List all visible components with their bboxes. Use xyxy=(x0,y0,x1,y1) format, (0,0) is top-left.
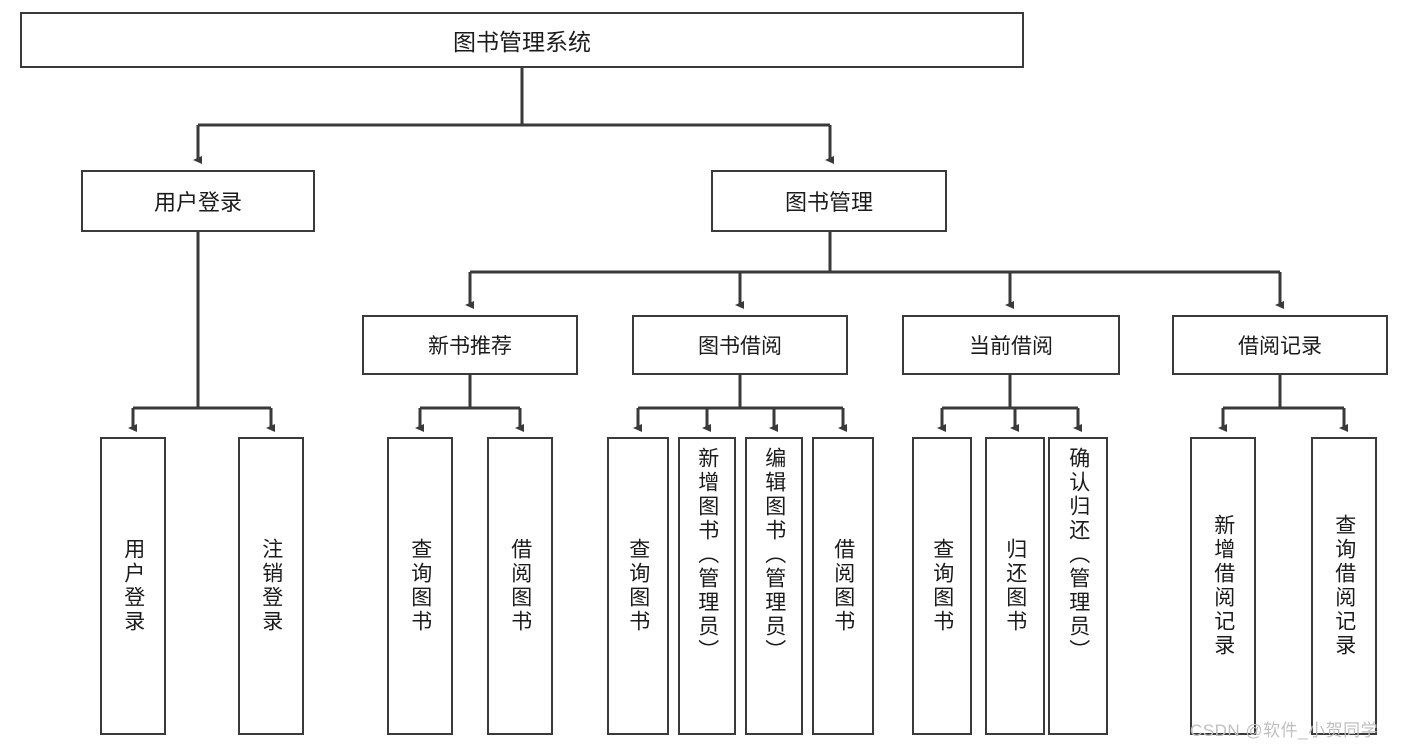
leaf-add-borrow-record-label: 新增借阅记录 xyxy=(1211,514,1235,658)
leaf-query-borrow-record-label: 查询借阅记录 xyxy=(1332,514,1356,658)
node-new-book-recommend-label: 新书推荐 xyxy=(428,335,512,358)
leaf-add-book-admin-label: 新增图书（管理员） xyxy=(695,447,719,663)
leaf-query-book-newbook-label: 查询图书 xyxy=(408,538,432,634)
leaf-query-book-newbook[interactable]: 查询图书 xyxy=(387,437,453,735)
leaf-borrow-book-borrow[interactable]: 借阅图书 xyxy=(812,437,874,735)
leaf-return-book[interactable]: 归还图书 xyxy=(985,437,1045,735)
leaf-edit-book-admin[interactable]: 编辑图书（管理员） xyxy=(745,437,803,735)
leaf-user-logout-label: 注销登录 xyxy=(259,538,283,634)
leaf-borrow-book-borrow-label: 借阅图书 xyxy=(831,538,855,634)
node-borrow-record[interactable]: 借阅记录 xyxy=(1172,315,1388,375)
leaf-borrow-book-newbook-label: 借阅图书 xyxy=(508,538,532,634)
node-new-book-recommend[interactable]: 新书推荐 xyxy=(362,315,578,375)
node-root-label: 图书管理系统 xyxy=(453,29,591,55)
node-book-management[interactable]: 图书管理 xyxy=(711,170,947,232)
node-book-management-label: 图书管理 xyxy=(784,190,873,215)
leaf-user-logout[interactable]: 注销登录 xyxy=(238,437,304,735)
node-current-borrow-label: 当前借阅 xyxy=(969,335,1053,358)
leaf-add-book-admin[interactable]: 新增图书（管理员） xyxy=(678,437,736,735)
leaf-borrow-book-newbook[interactable]: 借阅图书 xyxy=(487,437,553,735)
node-current-borrow[interactable]: 当前借阅 xyxy=(902,315,1120,375)
leaf-edit-book-admin-label: 编辑图书（管理员） xyxy=(762,447,786,663)
leaf-confirm-return-admin-label: 确认归还（管理员） xyxy=(1066,447,1090,663)
leaf-user-login[interactable]: 用户登录 xyxy=(100,437,166,735)
node-user-login-label: 用户登录 xyxy=(153,190,242,215)
node-borrow-record-label: 借阅记录 xyxy=(1238,335,1322,358)
leaf-return-book-label: 归还图书 xyxy=(1003,538,1027,634)
watermark: CSDN @软件_小贺同学 xyxy=(1190,721,1379,740)
leaf-query-book-current[interactable]: 查询图书 xyxy=(912,437,972,735)
node-book-borrow-label: 图书借阅 xyxy=(698,335,782,358)
leaf-query-book-borrow[interactable]: 查询图书 xyxy=(607,437,669,735)
leaf-confirm-return-admin[interactable]: 确认归还（管理员） xyxy=(1048,437,1108,735)
leaf-query-borrow-record[interactable]: 查询借阅记录 xyxy=(1311,437,1377,735)
leaf-query-book-borrow-label: 查询图书 xyxy=(626,538,650,634)
leaf-user-login-label: 用户登录 xyxy=(121,538,145,634)
node-user-login[interactable]: 用户登录 xyxy=(81,170,315,232)
leaf-add-borrow-record[interactable]: 新增借阅记录 xyxy=(1190,437,1256,735)
node-root[interactable]: 图书管理系统 xyxy=(20,12,1024,68)
leaf-query-book-current-label: 查询图书 xyxy=(930,538,954,634)
node-book-borrow[interactable]: 图书借阅 xyxy=(632,315,848,375)
